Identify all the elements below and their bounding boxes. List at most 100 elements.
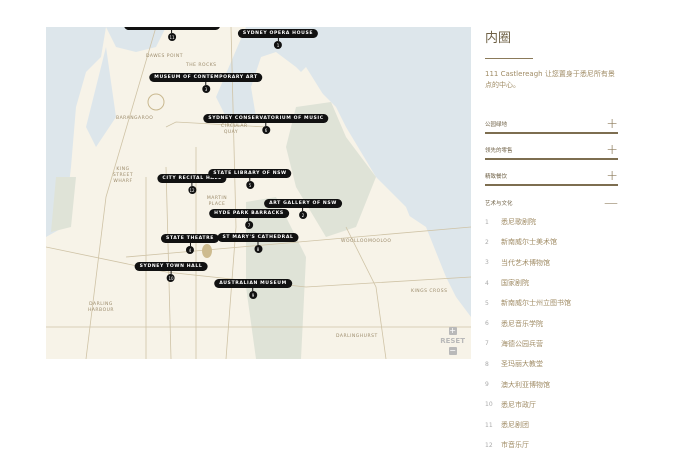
map[interactable]: DAWES POINT THE ROCKS BARANGAROO CIRCULA… (46, 27, 471, 359)
item-number: 4 (485, 279, 489, 287)
marker-stem (249, 178, 251, 181)
section-label: 公园绿地 (485, 122, 508, 128)
accordion-section[interactable]: 领先的零售+ (485, 142, 618, 160)
marker-pin: 10 (166, 274, 175, 282)
marker-label: AUSTRALIAN MUSEUM (214, 279, 292, 288)
item-label: 国家剧院 (501, 279, 529, 288)
marker-pin: 2 (299, 211, 307, 219)
zoom-out-button[interactable]: − (448, 346, 457, 355)
map-marker[interactable]: STATE THEATRE 4 (160, 234, 220, 254)
marker-stem (257, 242, 259, 245)
accordion-section[interactable]: 公园绿地 + (485, 116, 618, 134)
item-number: 10 (485, 401, 493, 409)
item-number: 8 (485, 360, 489, 368)
area-label: KING STREET WHARF (112, 167, 134, 184)
attraction-item[interactable]: 6 悉尼音乐学院 (485, 313, 618, 333)
attraction-item[interactable]: 3 当代艺术博物馆 (485, 253, 618, 273)
item-number: 9 (485, 381, 489, 389)
map-marker[interactable]: CITY RECITAL HALL 12 (157, 174, 227, 194)
attraction-item[interactable]: 12 市音乐厅 (485, 435, 618, 455)
panel-intro: 111 Castlereagh 让您置身于悉尼所有景点的中心。 (485, 70, 615, 89)
area-label: KINGS CROSS (411, 289, 448, 294)
item-label: 市音乐厅 (501, 441, 529, 450)
attractions-panel: 内圈 111 Castlereagh 让您置身于悉尼所有景点的中心。 公园绿地 +… (485, 27, 618, 456)
map-marker[interactable]: SYDNEY THEATRE COMPANY11 (124, 27, 220, 41)
area-label: MARTIN PLACE (206, 196, 228, 207)
attraction-item[interactable]: 10 悉尼市政厅 (485, 395, 618, 415)
item-label: 海德公园兵营 (501, 339, 543, 348)
attraction-item[interactable]: 2 新南威尔士美术馆 (485, 232, 618, 252)
map-marker[interactable]: SYDNEY TOWN HALL 10 (134, 262, 208, 282)
marker-stem (277, 38, 279, 41)
marker-label: CITY RECITAL HALL (157, 174, 227, 183)
expand-icon[interactable]: + (606, 142, 618, 158)
item-label: 悉尼歌剧院 (501, 218, 536, 227)
area-label: CIRCULAR QUAY (221, 124, 248, 135)
map-marker[interactable]: ART GALLERY OF NSW 2 (264, 199, 342, 219)
item-number: 11 (485, 421, 493, 429)
map-marker[interactable]: ST MARY'S CATHEDRAL 8 (217, 233, 299, 253)
area-label: WOOLLOOMOOLOO (341, 239, 392, 244)
marker-stem (248, 218, 250, 221)
attraction-item[interactable]: 4 国家剧院 (485, 273, 618, 293)
panel-title: 内圈 (485, 31, 512, 46)
marker-pin: 8 (253, 245, 262, 253)
marker-stem (170, 271, 172, 274)
marker-pin: 4 (185, 246, 194, 254)
item-number: 6 (485, 320, 489, 328)
marker-label: STATE THEATRE (160, 234, 220, 243)
marker-stem (252, 288, 254, 291)
marker-pin: 6 (261, 126, 270, 134)
item-number: 7 (485, 340, 489, 348)
marker-stem (205, 82, 207, 85)
map-marker[interactable]: STATE LIBRARY OF NSW 5 (208, 169, 292, 189)
marker-stem (189, 243, 191, 246)
item-number: 3 (485, 259, 489, 267)
item-label: 悉尼剧团 (501, 421, 529, 430)
item-label: 当代艺术博物馆 (501, 258, 550, 267)
area-label: DARLING HARBOUR (87, 302, 115, 313)
reset-button[interactable]: RESET (440, 337, 465, 345)
attraction-item[interactable]: 7 海德公园兵营 (485, 334, 618, 354)
section-label: 艺术与文化 (485, 201, 513, 207)
marker-label: SYDNEY CONSERVATORIUM OF MUSIC (203, 114, 329, 123)
marker-pin: 12 (188, 186, 196, 194)
marker-stem (302, 208, 304, 211)
map-marker[interactable]: SYDNEY CONSERVATORIUM OF MUSIC 6 (203, 114, 329, 134)
section-label: 精致餐饮 (485, 174, 508, 180)
item-number: 5 (485, 299, 489, 307)
item-label: 悉尼市政厅 (501, 400, 536, 409)
marker-pin: 5 (246, 181, 254, 189)
marker-label: ART GALLERY OF NSW (264, 199, 342, 208)
item-label: 新南威尔士美术馆 (501, 238, 557, 247)
marker-label: ST MARY'S CATHEDRAL (217, 233, 299, 242)
expand-icon[interactable]: + (606, 168, 618, 184)
expand-icon[interactable]: + (606, 116, 618, 132)
marker-label: HYDE PARK BARRACKS (209, 209, 289, 218)
zoom-in-button[interactable]: + (448, 326, 457, 335)
item-number: 2 (485, 238, 489, 246)
accordion-section[interactable]: 艺术与文化 — (485, 194, 618, 212)
marker-label: SYDNEY TOWN HALL (134, 262, 208, 271)
attraction-item[interactable]: 11 悉尼剧团 (485, 415, 618, 435)
item-number: 1 (485, 218, 489, 226)
item-label: 悉尼音乐学院 (501, 319, 543, 328)
attraction-item[interactable]: 1 悉尼歌剧院 (485, 212, 618, 232)
collapse-icon[interactable]: — (604, 195, 618, 211)
marker-stem (171, 30, 173, 33)
marker-label: MUSEUM OF CONTEMPORARY ART (149, 73, 263, 82)
area-label: BARANGAROO (116, 116, 154, 121)
area-label: DAWES POINT (146, 54, 183, 59)
item-number: 12 (485, 441, 493, 449)
marker-label: SYDNEY OPERA HOUSE (237, 29, 319, 38)
accordion-section[interactable]: 精致餐饮 + (485, 168, 618, 186)
marker-label: STATE LIBRARY OF NSW (208, 169, 292, 178)
marker-stem (265, 123, 267, 126)
